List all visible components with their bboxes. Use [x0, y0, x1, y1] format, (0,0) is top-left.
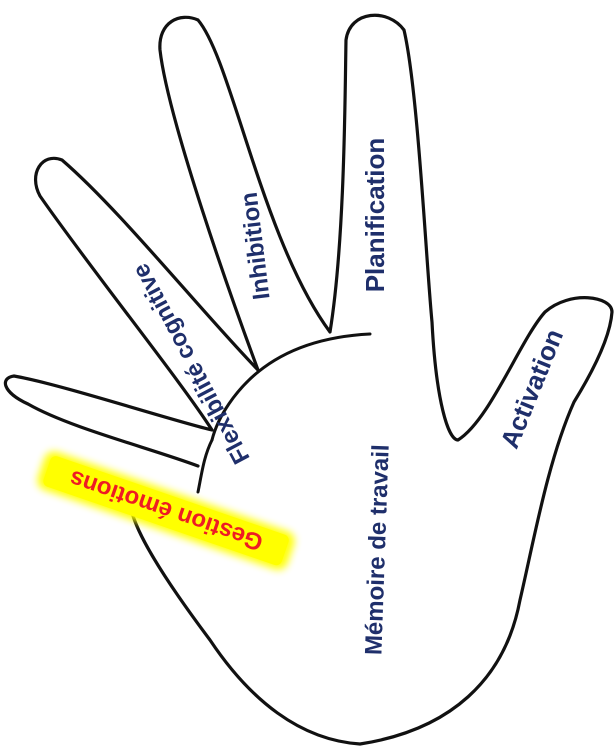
planification-label: Planification: [360, 138, 390, 293]
